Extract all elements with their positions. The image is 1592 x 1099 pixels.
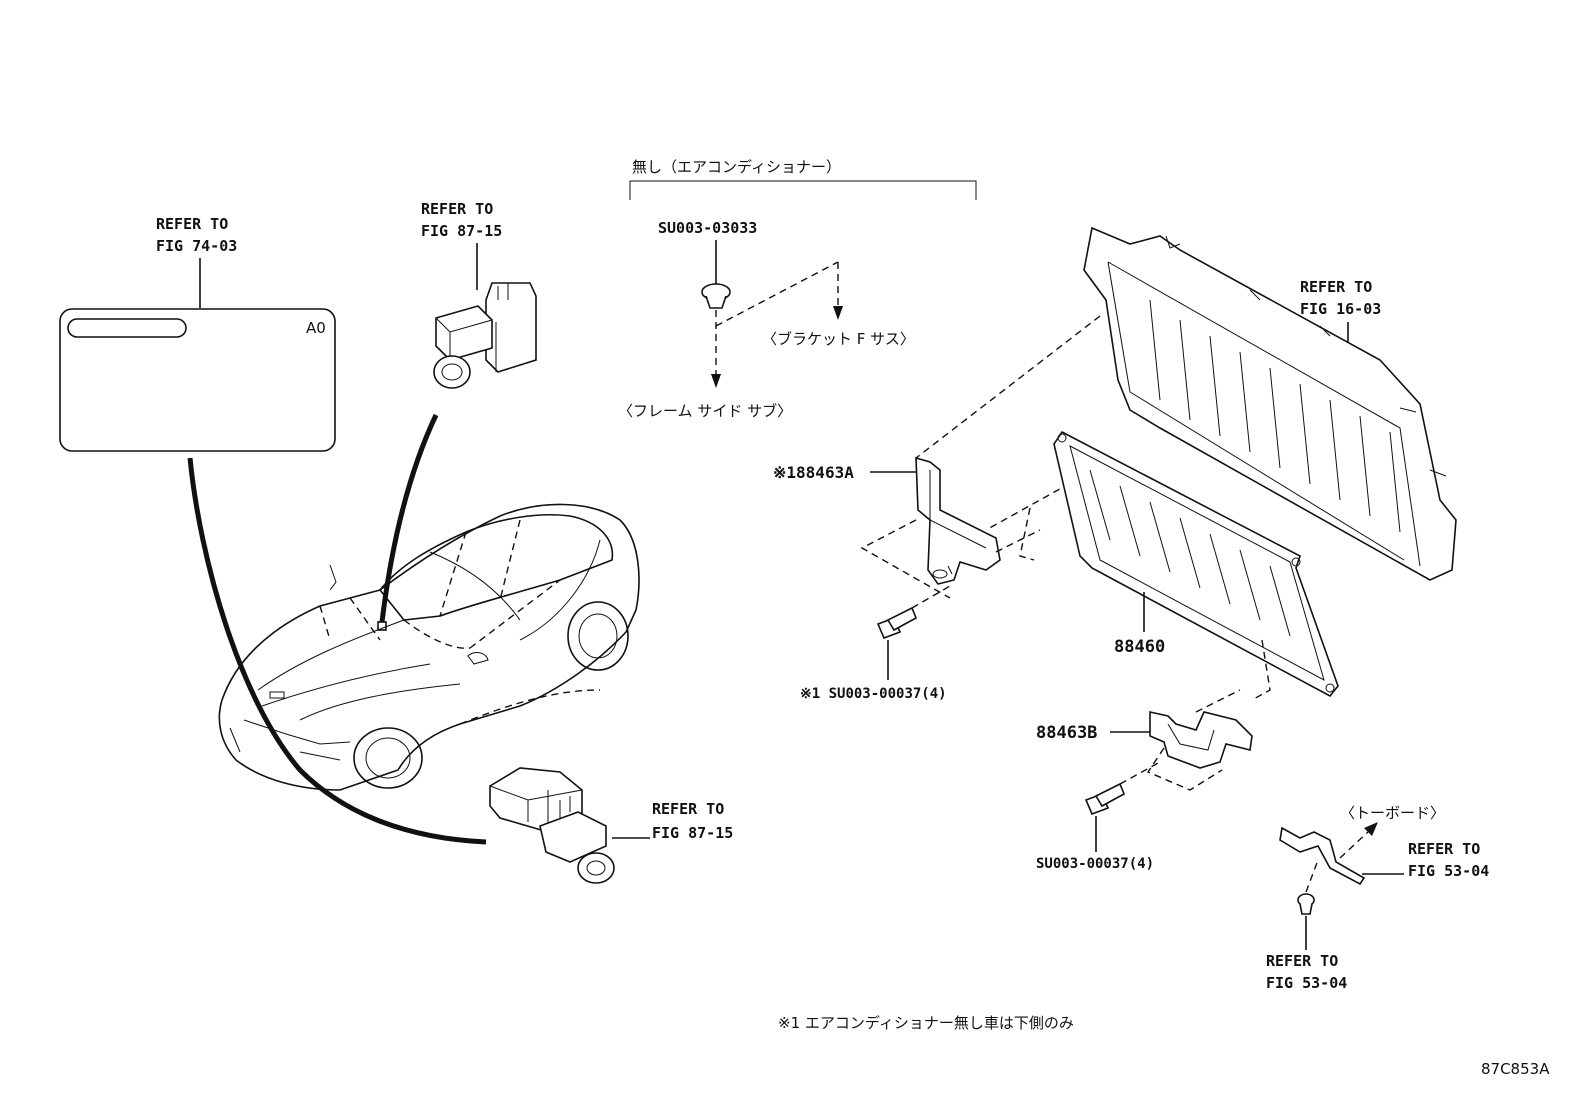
footnote: ※1 エアコンディショナー無し車は下側のみ bbox=[778, 1014, 1074, 1032]
refer-53-04-right-line1[interactable]: REFER TO bbox=[1408, 840, 1480, 858]
clip-part-number[interactable]: SU003-03033 bbox=[658, 219, 757, 237]
toe-board-bracket-icon[interactable] bbox=[1279, 826, 1366, 886]
refer-74-03-line1[interactable]: REFER TO bbox=[156, 215, 228, 233]
arrow-up-right-icon bbox=[1364, 822, 1378, 836]
figure-id: 87C853A bbox=[1481, 1060, 1550, 1078]
arrow-down-icon bbox=[833, 306, 843, 320]
bracket-b-group: 88463B SU003-00037(4) bbox=[1036, 689, 1253, 872]
bracket-b-part-number[interactable]: 88463B bbox=[1036, 723, 1097, 743]
refer-87-15-top-line1[interactable]: REFER TO bbox=[421, 200, 493, 218]
bolt-upper-icon[interactable] bbox=[876, 606, 918, 640]
curve-leader-label bbox=[187, 457, 487, 845]
label-inner-bar bbox=[67, 318, 187, 338]
refer-87-15-bottom-line1[interactable]: REFER TO bbox=[652, 800, 724, 818]
condenser-icon[interactable] bbox=[1053, 430, 1339, 698]
refer-87-15-top-line2[interactable]: FIG 87-15 bbox=[421, 222, 502, 240]
bracket-a-part-number[interactable]: ※188463A bbox=[773, 463, 854, 482]
condenser-group: 88460 bbox=[1019, 430, 1339, 701]
vehicle-illustration bbox=[218, 503, 640, 791]
refer-87-15-bottom-line2[interactable]: FIG 87-15 bbox=[652, 824, 733, 842]
no-aircon-bracket bbox=[629, 180, 977, 200]
bracket-b-icon[interactable] bbox=[1149, 711, 1253, 769]
refer-16-03-line2[interactable]: FIG 16-03 bbox=[1300, 300, 1381, 318]
sensor-top-group: REFER TO FIG 87-15 bbox=[421, 200, 537, 389]
radiator-icon[interactable] bbox=[1083, 226, 1457, 581]
bracket-f-sus-note: 〈ブラケット F サス〉 bbox=[762, 330, 915, 348]
curve-leader-sensor bbox=[379, 413, 439, 623]
frame-side-sub-note: 〈フレーム サイド サブ〉 bbox=[618, 402, 792, 420]
toe-board-note: 〈トーボード〉 bbox=[1340, 804, 1445, 822]
no-aircon-group: 無し（エアコンディショナー） SU003-03033 〈ブラケット F サス〉 … bbox=[618, 158, 977, 420]
refer-16-03-line1[interactable]: REFER TO bbox=[1300, 278, 1372, 296]
bolt-lower-icon[interactable] bbox=[1084, 782, 1126, 816]
refer-53-04-bottom-line1[interactable]: REFER TO bbox=[1266, 952, 1338, 970]
bolt-lower-part-number[interactable]: SU003-00037(4) bbox=[1036, 856, 1154, 872]
sensor-bottom-icon[interactable] bbox=[489, 767, 615, 884]
toe-board-group: 〈トーボード〉 REFER TO FIG 53-04 REFER TO FIG … bbox=[1266, 804, 1489, 992]
condenser-part-number[interactable]: 88460 bbox=[1114, 637, 1165, 657]
bracket-a-group: ※188463A ※1 SU003-00037(4) bbox=[773, 456, 1041, 702]
refer-74-03-line2[interactable]: FIG 74-03 bbox=[156, 237, 237, 255]
bracket-a-icon[interactable] bbox=[915, 456, 1001, 585]
no-aircon-note: 無し（エアコンディショナー） bbox=[632, 158, 841, 176]
clip-lower-icon[interactable] bbox=[1297, 893, 1315, 915]
sensor-top-icon[interactable] bbox=[433, 282, 537, 389]
refer-53-04-right-line2[interactable]: FIG 53-04 bbox=[1408, 862, 1489, 880]
bolt-upper-part-number[interactable]: ※1 SU003-00037(4) bbox=[800, 686, 947, 702]
clip-icon[interactable] bbox=[701, 283, 731, 309]
arrow-down-icon bbox=[711, 374, 721, 388]
caution-label-plate[interactable] bbox=[59, 308, 336, 452]
caution-label-group: REFER TO FIG 74-03 A0 bbox=[59, 215, 336, 452]
refer-53-04-bottom-line2[interactable]: FIG 53-04 bbox=[1266, 974, 1347, 992]
label-code: A0 bbox=[306, 319, 326, 337]
sensor-bottom-group: REFER TO FIG 87-15 bbox=[489, 767, 733, 884]
